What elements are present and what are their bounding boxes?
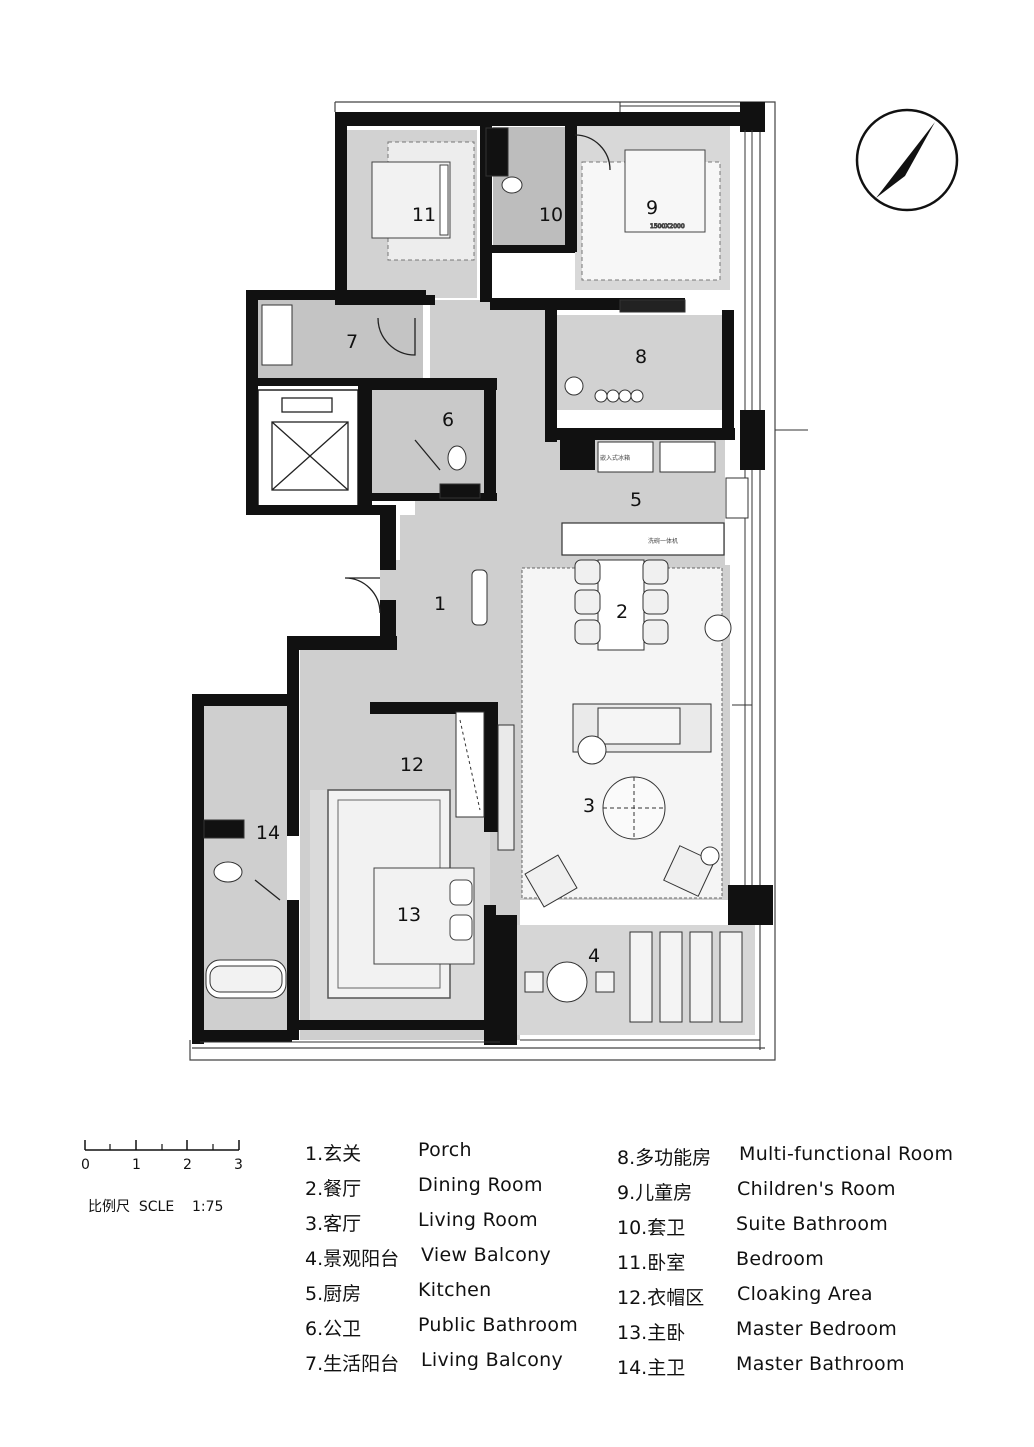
room-label-5: 5: [630, 489, 642, 511]
living-furniture: [524, 703, 720, 908]
legend-en-9: Children's Room: [737, 1178, 896, 1200]
room-label-12: 12: [400, 754, 424, 776]
legend-zh-2: 2.餐厅: [305, 1178, 362, 1200]
floor-kitchen: [560, 475, 725, 523]
room-label-2: 2: [616, 601, 628, 623]
legend-zh-10: 10.套卫: [617, 1217, 686, 1239]
legend-en-3: Living Room: [418, 1209, 538, 1231]
room-label-4: 4: [588, 945, 600, 967]
legend-zh-14: 14.主卫: [617, 1357, 686, 1379]
legend-en-8: Multi-functional Room: [739, 1143, 954, 1165]
legend-en-2: Dining Room: [418, 1174, 543, 1196]
scale-tick-2: 2: [183, 1157, 192, 1173]
beds: 1500X2000: [371, 149, 706, 965]
legend-zh-13: 13.主卧: [617, 1322, 686, 1344]
floor-plan: 1500X2000: [189, 101, 959, 1061]
room-label-11: 11: [412, 204, 436, 226]
bed-room-9: [624, 149, 706, 233]
kitchen-details: 嵌入式冰箱 洗碗一体机: [564, 299, 716, 545]
room-label-10: 10: [539, 204, 563, 226]
kitchen-island: [561, 522, 725, 556]
legend-zh-6: 6.公卫: [305, 1318, 362, 1340]
fridge-label: 嵌入式冰箱: [600, 454, 630, 462]
windows: [200, 102, 808, 1043]
legend-zh-5: 5.厨房: [305, 1283, 362, 1305]
legend-en-6: Public Bathroom: [418, 1314, 579, 1336]
scale-tick-0: 0: [81, 1157, 90, 1173]
room-label-8: 8: [635, 346, 647, 368]
room-label-3: 3: [583, 795, 595, 817]
legend-en-11: Bedroom: [736, 1248, 825, 1270]
legend-zh-12: 12.衣帽区: [617, 1287, 705, 1309]
legend-zh-3: 3.客厅: [305, 1213, 362, 1235]
legend-en-5: Kitchen: [418, 1279, 492, 1301]
scale-tick-3: 3: [234, 1157, 243, 1173]
legend-en-10: Suite Bathroom: [736, 1213, 889, 1235]
room-label-13: 13: [397, 904, 421, 926]
room-label-1: 1: [434, 593, 446, 615]
legend-en-4: View Balcony: [421, 1244, 552, 1266]
bed-size-label: 1500X2000: [650, 223, 685, 230]
legend-zh-11: 11.卧室: [617, 1252, 686, 1274]
scale-caption: 比例尺 SCLE 1:75: [88, 1199, 224, 1215]
room-labels: 1 2 3 4 5 6 7 8 9 10 11 12 13 14: [256, 197, 658, 967]
legend-zh-7: 7.生活阳台: [305, 1353, 400, 1375]
floor-room-6: [372, 390, 484, 495]
walls: [192, 102, 773, 1045]
legend-en-14: Master Bathroom: [736, 1353, 905, 1375]
scale-tick-1: 1: [132, 1157, 141, 1173]
legend-en-12: Cloaking Area: [737, 1283, 873, 1305]
legend-en-7: Living Balcony: [421, 1349, 564, 1371]
bed-room-11: [371, 161, 451, 239]
legend-zh-1: 1.玄关: [305, 1143, 362, 1165]
doors: [254, 134, 611, 901]
wardrobes: [455, 569, 515, 851]
balcony-furniture: [524, 931, 743, 1023]
legend-zh-4: 4.景观阳台: [305, 1248, 400, 1270]
legend-en-13: Master Bedroom: [736, 1318, 898, 1340]
dining-set: [574, 559, 732, 651]
legend-zh-9: 9.儿童房: [617, 1182, 693, 1204]
room-label-14: 14: [256, 822, 280, 844]
legend-zh-8: 8.多功能房: [617, 1147, 712, 1169]
bath-fixtures: [203, 127, 749, 999]
north-arrow-icon: [855, 108, 959, 212]
scale-bar: [84, 1140, 240, 1151]
room-label-6: 6: [442, 409, 454, 431]
room-label-9: 9: [646, 197, 658, 219]
elevator-icon: [271, 397, 349, 491]
legend-en-1: Porch: [418, 1139, 472, 1161]
dishwasher-label: 洗碗一体机: [648, 537, 678, 545]
room-label-7: 7: [346, 331, 358, 353]
